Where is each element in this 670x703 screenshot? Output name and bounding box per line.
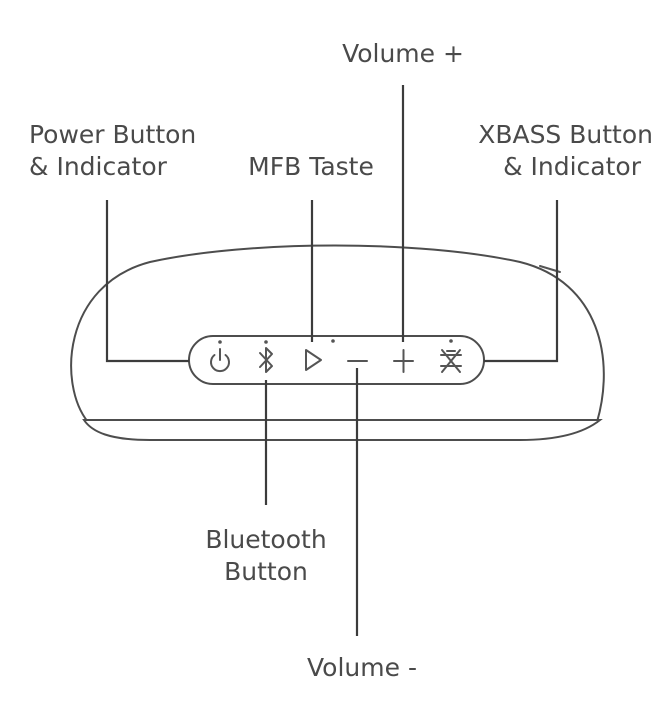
xbass-indicator-dot — [449, 339, 453, 343]
power-label-line1: Power Button — [29, 120, 196, 149]
xbass-label-line1: XBASS Button — [478, 120, 653, 149]
bluetooth-icon — [259, 347, 273, 373]
mfb-label: MFB Taste — [248, 152, 374, 181]
power-label-line2: & Indicator — [29, 152, 168, 181]
volume-up-button[interactable] — [393, 349, 414, 373]
volume-plus-label: Volume + — [342, 39, 464, 68]
plus-icon — [393, 349, 414, 373]
power-button[interactable] — [210, 348, 230, 373]
xbass-icon — [440, 349, 462, 373]
xbass-leader-line — [484, 200, 559, 363]
power-indicator-dot — [218, 340, 222, 344]
xbass-button[interactable] — [440, 349, 462, 373]
xbass-label-line2: & Indicator — [503, 152, 642, 181]
control-panel — [188, 335, 485, 385]
bluetooth-indicator-dot — [264, 340, 268, 344]
power-icon — [210, 348, 230, 373]
bluetooth-label-line1: Bluetooth — [205, 525, 326, 554]
leader-lines — [105, 85, 559, 636]
volume-minus-label: Volume - — [307, 653, 417, 682]
play-icon — [305, 349, 322, 371]
power-leader-line — [105, 200, 189, 363]
mfb-button[interactable] — [305, 349, 322, 371]
bluetooth-label-line2: Button — [224, 557, 308, 586]
bluetooth-button[interactable] — [259, 347, 273, 373]
mfb-indicator-dot — [331, 339, 335, 343]
